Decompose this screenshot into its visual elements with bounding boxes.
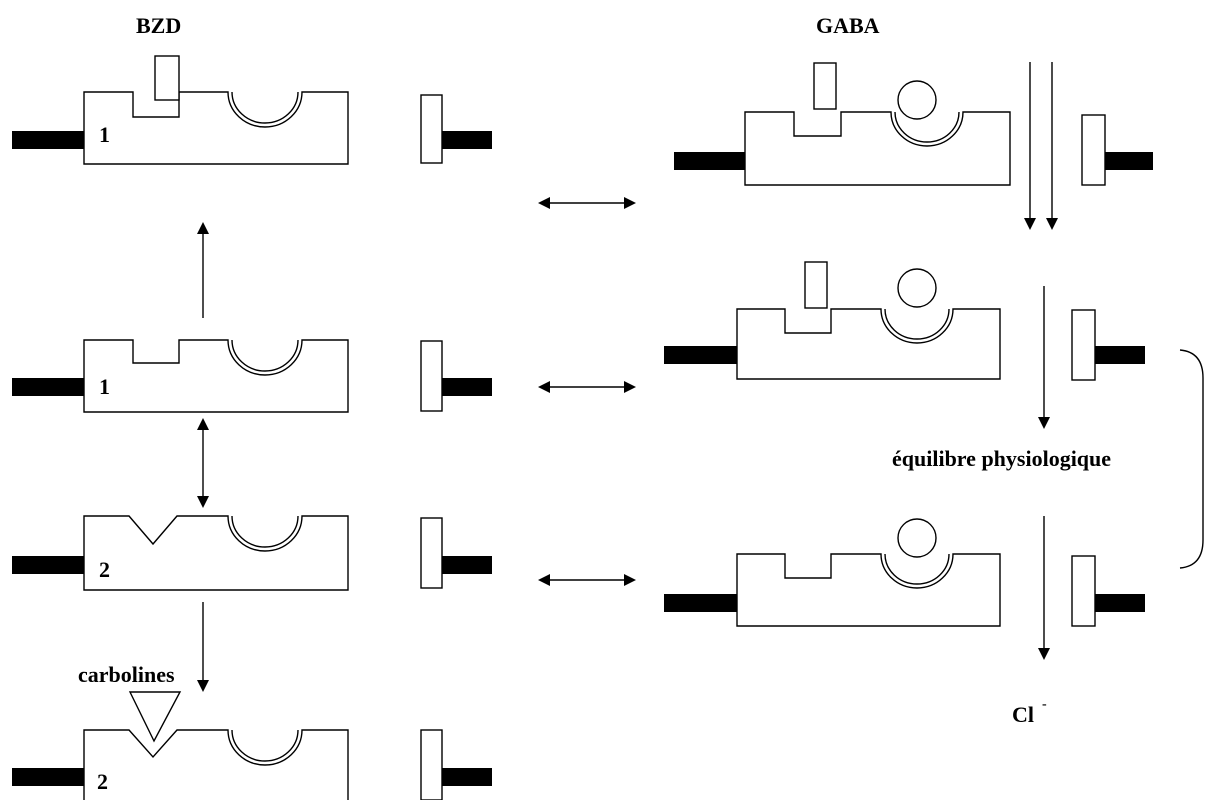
- left-receptor-state-2a: 2: [12, 515, 492, 591]
- membrane-anchor-right: [442, 556, 492, 574]
- right-receptor-state-b: [664, 261, 1145, 381]
- membrane-anchor-right: [442, 378, 492, 396]
- channel-gate: [420, 94, 443, 164]
- state-number: 2: [97, 769, 108, 794]
- left-receptor-state-1a: 1: [12, 55, 492, 165]
- gaba-ligand: [897, 268, 937, 308]
- bracket: [1179, 349, 1204, 569]
- membrane-anchor-right: [1105, 152, 1153, 170]
- membrane-anchor-left: [12, 378, 84, 396]
- channel-gate: [1071, 309, 1096, 381]
- membrane-anchor-right: [442, 768, 492, 786]
- bzd-ligand: [154, 55, 180, 101]
- membrane-anchor-left: [12, 131, 84, 149]
- left-receptor-state-1b: 1: [12, 339, 492, 413]
- membrane-anchor-right: [1095, 594, 1145, 612]
- gaba-ligand: [897, 80, 937, 120]
- channel-gate: [420, 340, 443, 412]
- state-number: 2: [99, 557, 110, 582]
- state-number: 1: [99, 374, 110, 399]
- chloride-charge: -: [1042, 697, 1047, 712]
- membrane-anchor-left: [674, 152, 745, 170]
- bzd-ligand: [804, 261, 828, 309]
- left-receptor-state-2b: 2: [12, 691, 492, 801]
- bzd-ligand: [813, 62, 837, 110]
- channel-gate: [420, 729, 443, 801]
- right-receptor-state-a: [674, 62, 1153, 186]
- membrane-anchor-left: [664, 594, 737, 612]
- header-bzd: BZD: [136, 13, 181, 38]
- membrane-anchor-right: [442, 131, 492, 149]
- membrane-anchor-left: [12, 768, 84, 786]
- carboline-ligand: [128, 691, 182, 743]
- membrane-anchor-left: [12, 556, 84, 574]
- right-receptor-state-c: [664, 518, 1145, 627]
- gaba-ligand: [897, 518, 937, 558]
- channel-gate: [1081, 114, 1106, 186]
- channel-gate: [1071, 555, 1096, 627]
- state-number: 1: [99, 122, 110, 147]
- carbolines-label: carbolines: [78, 662, 175, 687]
- chloride-label: Cl: [1012, 702, 1034, 727]
- header-gaba: GABA: [816, 13, 880, 38]
- channel-gate: [420, 517, 443, 589]
- membrane-anchor-left: [664, 346, 737, 364]
- equilibrium-label: équilibre physiologique: [892, 446, 1111, 471]
- membrane-anchor-right: [1095, 346, 1145, 364]
